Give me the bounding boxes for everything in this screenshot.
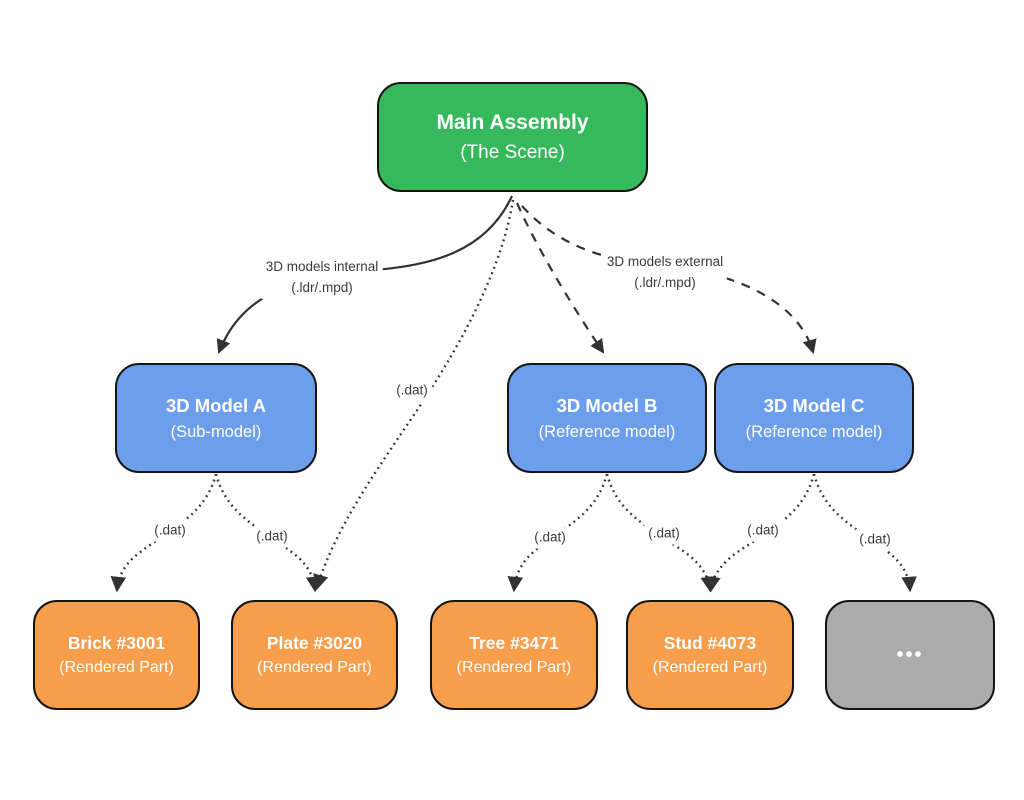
node-subtitle: (Rendered Part) bbox=[652, 659, 768, 677]
node-3d-model-c: 3D Model C (Reference model) bbox=[714, 363, 914, 473]
edge-label-dat-c-stud: (.dat) bbox=[743, 520, 783, 542]
node-subtitle: (Rendered Part) bbox=[456, 659, 572, 677]
node-subtitle: (Rendered Part) bbox=[257, 659, 372, 677]
node-title: 3D Model B bbox=[556, 394, 658, 416]
edge-label-dat-b-stud: (.dat) bbox=[644, 523, 684, 545]
edge-label-external: 3D models external (.ldr/.mpd) bbox=[602, 252, 728, 294]
edge-label-dat-main-plate: (.dat) bbox=[392, 380, 432, 402]
node-title: Plate #3020 bbox=[266, 632, 363, 653]
edge-label-line: 3D models external bbox=[606, 254, 724, 270]
edge-model-b-to-tree bbox=[507, 473, 609, 593]
node-subtitle: (Reference model) bbox=[538, 422, 676, 441]
edge-label-line: (.dat) bbox=[648, 525, 680, 541]
edge-model-a-to-plate bbox=[214, 473, 322, 593]
node-brick-3001: Brick #3001 (Rendered Part) bbox=[33, 600, 200, 710]
node-title: 3D Model C bbox=[763, 394, 865, 416]
node-subtitle: (Rendered Part) bbox=[59, 659, 174, 677]
node-more-parts: ••• bbox=[825, 600, 995, 710]
edge-label-line: (.dat) bbox=[859, 531, 891, 547]
edge-label-line: (.dat) bbox=[747, 522, 779, 538]
node-title: Tree #3471 bbox=[469, 632, 559, 653]
node-subtitle: (Sub-model) bbox=[170, 422, 262, 441]
node-subtitle: (Reference model) bbox=[745, 422, 883, 441]
node-main-assembly: Main Assembly (The Scene) bbox=[377, 82, 648, 192]
edge-label-line: (.dat) bbox=[256, 528, 288, 544]
node-title: Main Assembly bbox=[436, 111, 589, 134]
node-plate-3020: Plate #3020 (Rendered Part) bbox=[231, 600, 398, 710]
edge-label-line: (.ldr/.mpd) bbox=[634, 275, 696, 290]
node-title: Stud #4073 bbox=[663, 632, 757, 653]
node-3d-model-b: 3D Model B (Reference model) bbox=[507, 363, 707, 473]
edge-label-dat-c-more: (.dat) bbox=[855, 529, 895, 551]
edge-main-to-plate bbox=[313, 199, 515, 591]
edge-main-to-model-b bbox=[515, 202, 605, 354]
edge-label-line: 3D models internal bbox=[265, 259, 379, 275]
edge-label-line: (.dat) bbox=[534, 529, 566, 545]
edge-model-a-to-brick bbox=[110, 473, 218, 593]
node-3d-model-a: 3D Model A (Sub-model) bbox=[115, 363, 317, 473]
edge-label-internal: 3D models internal (.ldr/.mpd) bbox=[261, 257, 383, 299]
edge-label-dat-b-tree: (.dat) bbox=[530, 527, 570, 549]
edge-label-line: (.dat) bbox=[154, 522, 186, 538]
edge-label-dat-a-brick: (.dat) bbox=[150, 520, 190, 542]
node-tree-3471: Tree #3471 (Rendered Part) bbox=[430, 600, 598, 710]
node-title: Brick #3001 bbox=[67, 632, 166, 653]
ellipsis-dots: ••• bbox=[896, 644, 924, 666]
edge-label-line: (.dat) bbox=[396, 382, 428, 398]
edge-label-line: (.ldr/.mpd) bbox=[291, 280, 353, 295]
edge-label-dat-a-plate: (.dat) bbox=[252, 526, 292, 548]
node-stud-4073: Stud #4073 (Rendered Part) bbox=[626, 600, 794, 710]
node-title: 3D Model A bbox=[165, 394, 267, 416]
node-subtitle: (The Scene) bbox=[460, 141, 565, 163]
